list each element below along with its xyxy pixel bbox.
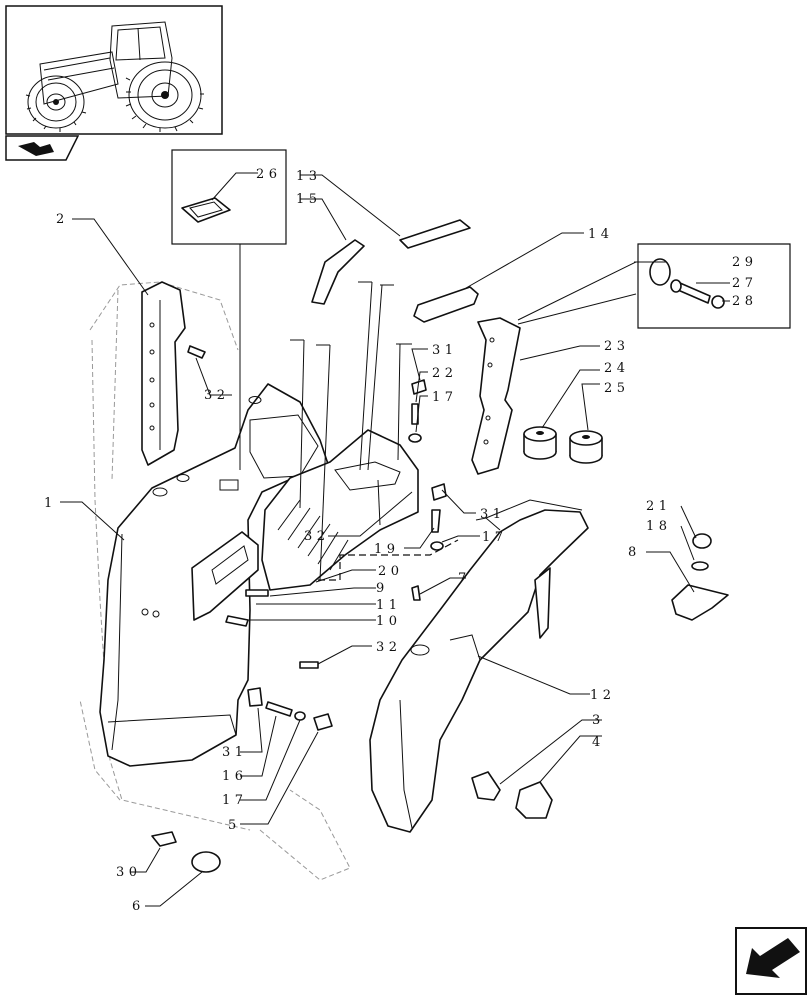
callout-20: 20 (378, 564, 404, 579)
section-arrow-tab-icon[interactable] (5, 135, 80, 161)
callout-18: 18 (646, 519, 672, 534)
callout-31a: 31 (432, 343, 458, 358)
callout-29: 29 (732, 255, 758, 270)
callout-31c: 31 (222, 745, 248, 760)
callout-8: 8 (628, 545, 641, 560)
previous-page-arrow-icon[interactable] (735, 927, 807, 995)
callout-17a: 17 (432, 390, 458, 405)
tractor-thumbnail-icon[interactable] (5, 5, 223, 135)
callout-15: 15 (296, 192, 322, 207)
callout-11: 11 (376, 598, 402, 613)
callout-13: 13 (296, 169, 322, 184)
callout-12: 12 (590, 688, 616, 703)
left-fender-panel (99, 383, 331, 767)
bracket-23 (471, 317, 521, 475)
callout-32c: 32 (304, 529, 330, 544)
grip-pad-13 (399, 219, 471, 249)
callout-24: 24 (604, 361, 630, 376)
callout-17b: 17 (482, 530, 508, 545)
callout-17c: 17 (222, 793, 248, 808)
grommet-26 (181, 197, 231, 223)
detail-box-26 (171, 149, 287, 245)
callout-27: 27 (732, 276, 758, 291)
central-ribbed-console (261, 281, 459, 591)
callout-28: 28 (732, 294, 758, 309)
rubber-mount-25 (569, 430, 603, 464)
callout-1: 1 (44, 496, 57, 511)
callout-14: 14 (588, 227, 614, 242)
callout-10: 10 (376, 614, 402, 629)
detail-box-27-29 (637, 243, 791, 329)
callout-2: 2 (56, 212, 69, 227)
hardware-items (151, 345, 729, 873)
callout-32a: 32 (204, 388, 230, 403)
callout-25: 25 (604, 381, 630, 396)
callout-7: 7 (458, 571, 471, 586)
grip-pad-14 (413, 286, 479, 323)
right-fender-panel (369, 499, 589, 833)
callout-labels: 1 2 3 4 5 6 7 8 9 10 11 12 13 14 15 16 1… (44, 167, 758, 914)
callout-6: 6 (132, 899, 145, 914)
side-pillar-panel (141, 281, 186, 466)
rubber-mount-24 (523, 426, 557, 460)
leader-lines (60, 172, 730, 907)
callout-21: 21 (646, 499, 672, 514)
callout-22: 22 (432, 366, 458, 381)
bolt-assembly-27-29 (649, 258, 725, 309)
callout-30: 30 (116, 865, 142, 880)
callout-19: 19 (374, 542, 400, 557)
callout-26: 26 (256, 167, 282, 182)
callout-16: 16 (222, 769, 248, 784)
callout-23: 23 (604, 339, 630, 354)
handle-15 (311, 239, 365, 305)
callout-9: 9 (376, 581, 389, 596)
callout-3: 3 (592, 713, 605, 728)
callout-32b: 32 (376, 640, 402, 655)
callout-5: 5 (228, 818, 241, 833)
callout-4: 4 (592, 735, 605, 750)
callout-31b: 31 (480, 507, 506, 522)
